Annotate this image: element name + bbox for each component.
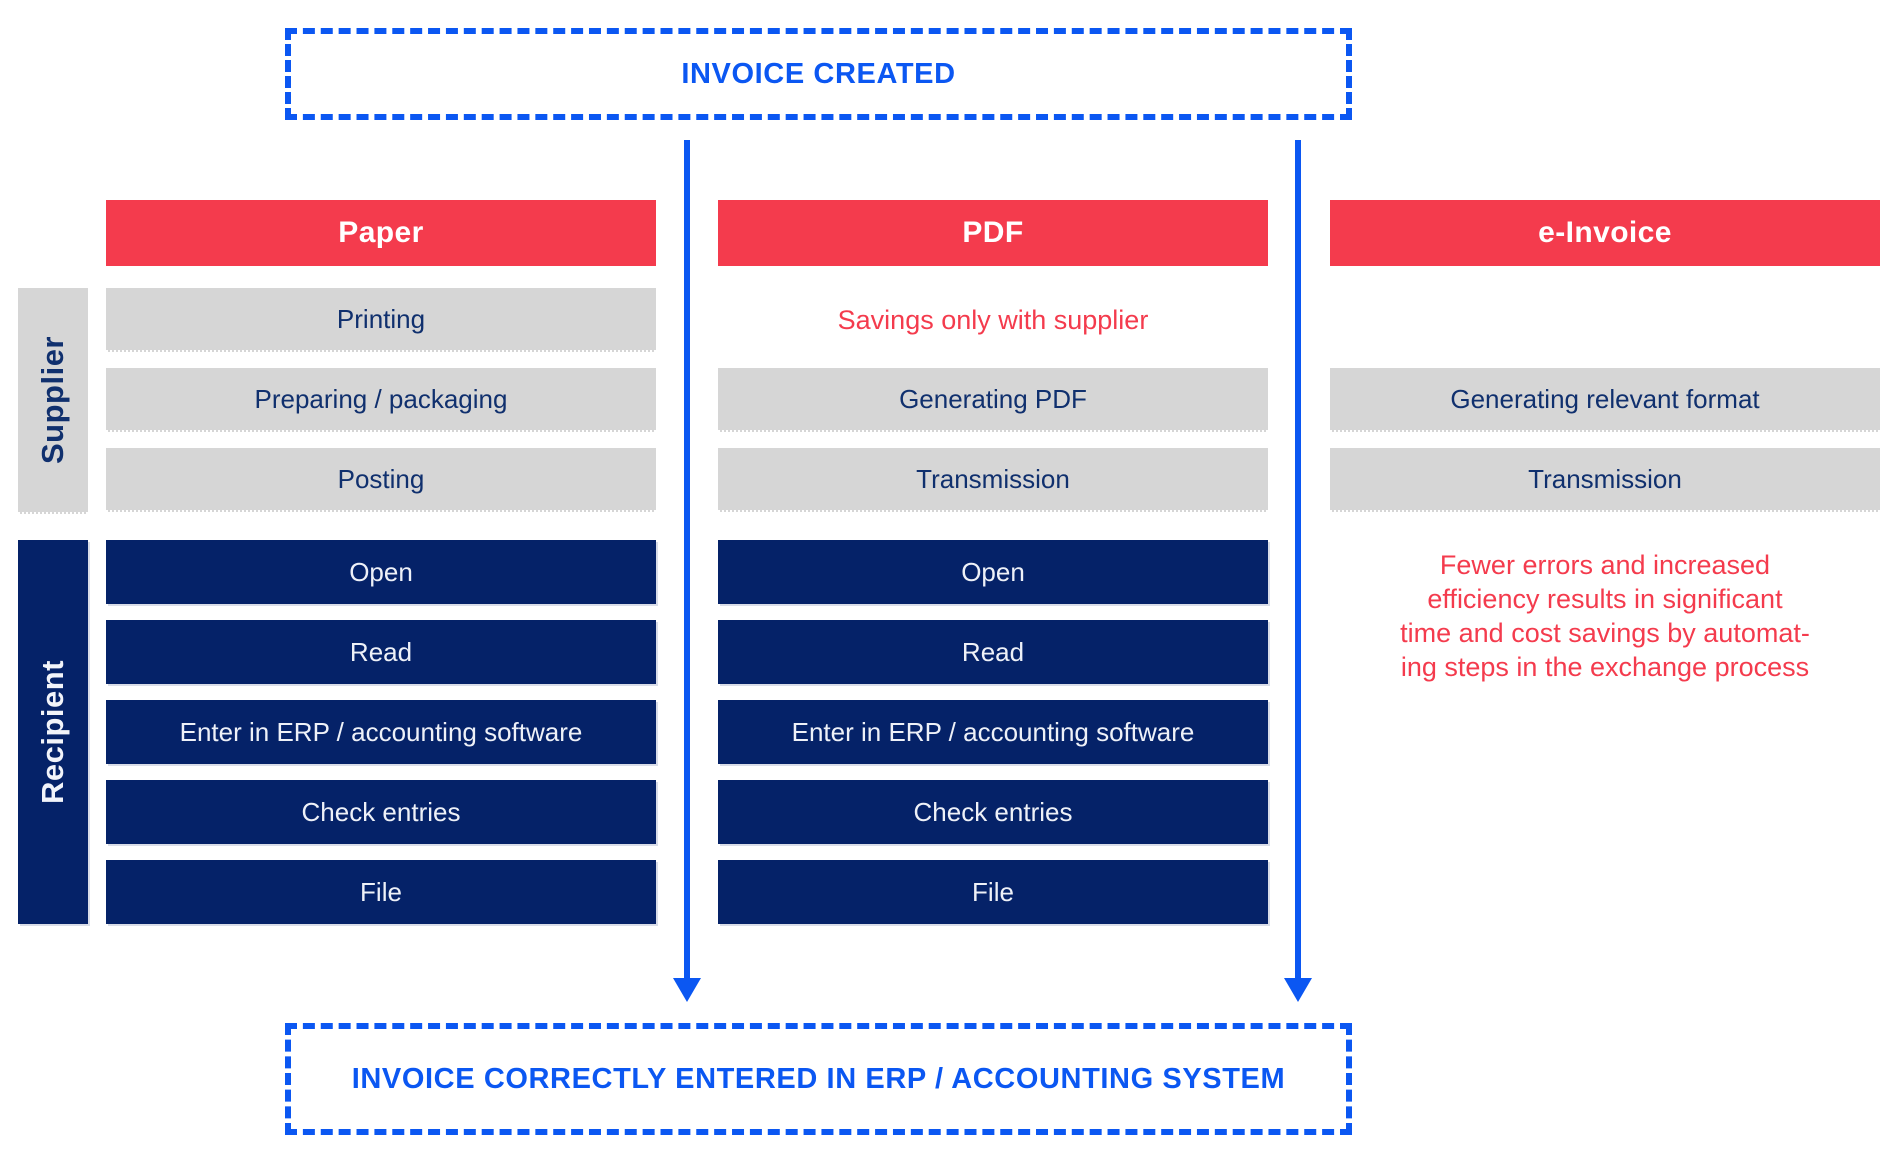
arrow-stem [684, 140, 690, 978]
step-label: Open [349, 556, 413, 587]
step-einvoice-generating-relevant-format: Generating relevant format [1330, 368, 1880, 432]
step-pdf-read: Read [718, 620, 1268, 684]
flow-arrow-left [673, 140, 701, 1002]
benefit-note-line: time and cost savings by automat- [1400, 618, 1810, 648]
step-label: Generating relevant format [1450, 383, 1760, 414]
column-einvoice: e-Invoice Generating relevant format Tra… [1330, 200, 1880, 924]
arrow-head-icon [673, 978, 701, 1002]
step-paper-printing: Printing [106, 288, 656, 352]
note-label: Savings only with supplier [837, 304, 1149, 335]
step-pdf-open: Open [718, 540, 1268, 604]
recipient-band-label: Recipient [35, 659, 70, 805]
step-label: Transmission [1528, 463, 1682, 494]
step-pdf-generating-pdf: Generating PDF [718, 368, 1268, 432]
invoice-entered-label: INVOICE CORRECTLY ENTERED IN ERP / ACCOU… [351, 1062, 1286, 1095]
column-header-label: e-Invoice [1538, 216, 1672, 249]
column-header-label: Paper [338, 216, 424, 249]
column-einvoice-header: e-Invoice [1330, 200, 1880, 266]
pdf-savings-note: Savings only with supplier [718, 288, 1268, 352]
step-pdf-transmission: Transmission [718, 448, 1268, 512]
column-header-label: PDF [962, 216, 1024, 249]
step-label: Transmission [916, 463, 1070, 494]
step-pdf-file: File [718, 860, 1268, 924]
step-label: Open [961, 556, 1025, 587]
invoice-created-label: INVOICE CREATED [681, 57, 956, 90]
step-paper-open: Open [106, 540, 656, 604]
step-pdf-enter-in-erp: Enter in ERP / accounting software [718, 700, 1268, 764]
step-paper-enter-in-erp: Enter in ERP / accounting software [106, 700, 656, 764]
step-paper-file: File [106, 860, 656, 924]
arrow-stem [1295, 140, 1301, 978]
step-label: Read [961, 636, 1025, 667]
step-label: Posting [337, 463, 425, 494]
step-paper-posting: Posting [106, 448, 656, 512]
step-label: Enter in ERP / accounting software [179, 716, 583, 747]
step-label: File [972, 876, 1014, 907]
supplier-band: Supplier [18, 288, 88, 514]
step-label: Read [349, 636, 413, 667]
step-label: Preparing / packaging [254, 383, 508, 414]
invoice-entered-banner: INVOICE CORRECTLY ENTERED IN ERP / ACCOU… [285, 1023, 1352, 1135]
benefit-note-line: Fewer errors and increased [1439, 550, 1771, 580]
supplier-band-label: Supplier [35, 335, 70, 464]
column-pdf-header: PDF [718, 200, 1268, 266]
recipient-band: Recipient [18, 540, 88, 924]
invoice-created-banner: INVOICE CREATED [285, 28, 1352, 120]
column-paper: Paper Printing Preparing / packaging Pos… [106, 200, 656, 924]
benefit-note-line: efficiency results in significant [1427, 584, 1783, 614]
step-paper-read: Read [106, 620, 656, 684]
step-paper-preparing-packaging: Preparing / packaging [106, 368, 656, 432]
column-paper-header: Paper [106, 200, 656, 266]
step-pdf-check-entries: Check entries [718, 780, 1268, 844]
arrow-head-icon [1284, 978, 1312, 1002]
benefit-note-line: ing steps in the exchange process [1400, 652, 1810, 682]
flow-arrow-right [1284, 140, 1312, 1002]
step-label: File [360, 876, 402, 907]
step-einvoice-transmission: Transmission [1330, 448, 1880, 512]
step-label: Generating PDF [899, 383, 1087, 414]
column-pdf: PDF Savings only with supplier Generatin… [718, 200, 1268, 924]
step-label: Enter in ERP / accounting software [791, 716, 1195, 747]
step-paper-check-entries: Check entries [106, 780, 656, 844]
step-label: Check entries [913, 796, 1073, 827]
einvoice-benefit-note: Fewer errors and increased efficiency re… [1330, 548, 1880, 684]
step-label: Check entries [301, 796, 461, 827]
step-label: Printing [336, 303, 426, 334]
